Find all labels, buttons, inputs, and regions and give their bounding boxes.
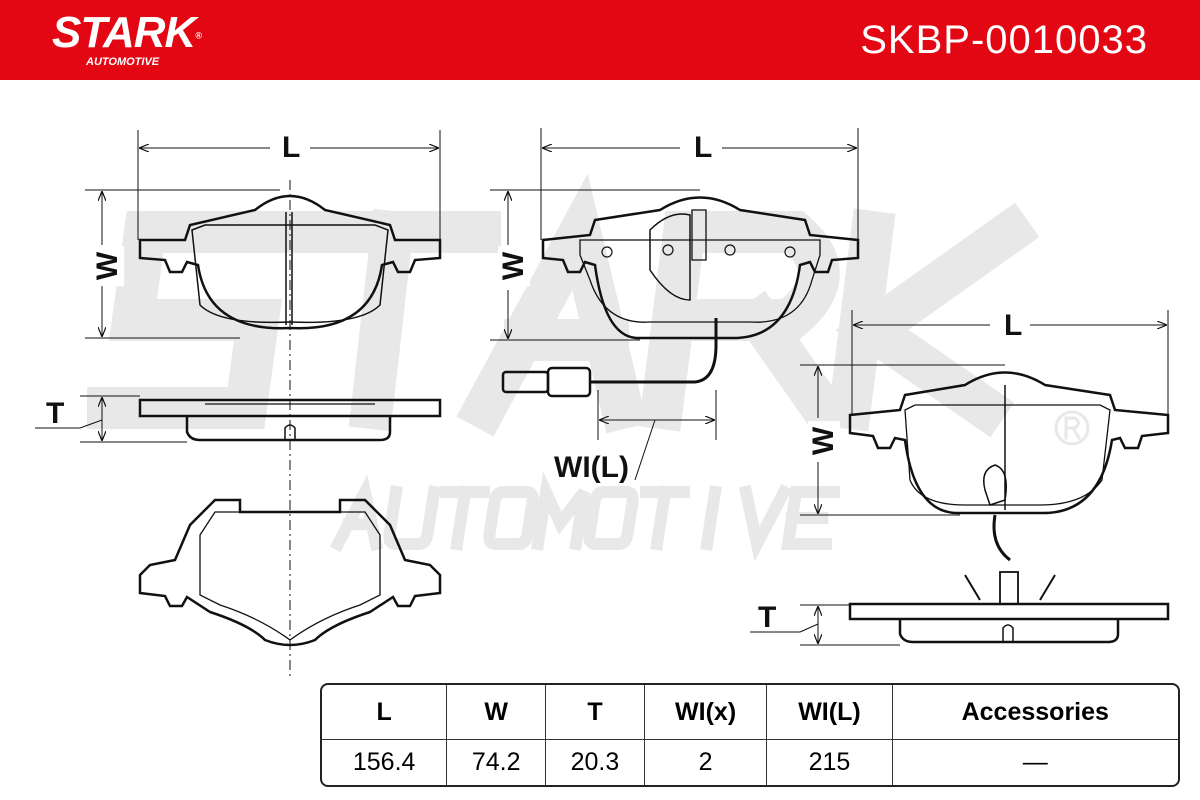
value-accessories: — — [1022, 748, 1048, 776]
value-wi-l: 215 — [767, 740, 893, 785]
brand-logo: STARK® AUTOMOTIVE — [52, 8, 202, 69]
watermark-glyph — [738, 483, 793, 562]
watermark-glyph — [440, 485, 490, 551]
pad-back-view — [138, 498, 442, 647]
watermark-glyph — [781, 486, 840, 550]
watermark-registered-mark — [1054, 410, 1090, 446]
dimension-lines-pad4 — [750, 310, 1169, 646]
watermark-glyph — [640, 485, 690, 551]
thickness-label-1: T — [46, 397, 65, 430]
header-w: W — [447, 685, 547, 740]
dimension-lines-pad2 — [490, 128, 859, 481]
pad-with-sensor-view — [501, 196, 860, 398]
watermark-glyph — [383, 485, 441, 550]
watermark-glyph — [531, 471, 590, 551]
header-bar: STARK® AUTOMOTIVE SKBP-0010033 — [0, 0, 1200, 80]
wear-indicator-length-label: WI(L) — [554, 451, 629, 484]
value-l: 156.4 — [322, 740, 448, 785]
watermark-glyph — [483, 486, 539, 550]
watermark-glyph — [700, 485, 722, 551]
registered-mark: ® — [195, 30, 202, 41]
watermark-glyph — [583, 486, 639, 550]
value-wi-x: 2 — [645, 740, 768, 785]
width-label-1: W — [91, 245, 125, 287]
dimension-lines-pad1 — [85, 130, 441, 680]
brand-name: STARK — [52, 8, 196, 57]
brand-sub: AUTOMOTIVE — [86, 56, 160, 69]
header-t: T — [546, 685, 645, 740]
length-label-3: L — [998, 310, 1029, 342]
value-w: 74.2 — [447, 740, 547, 785]
part-number: SKBP-0010033 — [860, 18, 1148, 62]
header-accessories: Accessories — [892, 685, 1178, 740]
length-label-2: L — [688, 132, 719, 164]
pad-front-view — [138, 194, 442, 330]
header-l: L — [322, 685, 448, 740]
watermark-glyph — [329, 474, 384, 553]
width-label-2: W — [497, 245, 531, 287]
table-row: 156.4 74.2 20.3 2 215 — — [322, 740, 1178, 785]
dimensions-table: L W T WI(x) WI(L) Accessories 156.4 74.2… — [320, 683, 1180, 787]
table-header-row: L W T WI(x) WI(L) Accessories — [322, 685, 1178, 740]
thickness-label-2: T — [758, 601, 777, 634]
length-label-1: L — [276, 132, 307, 164]
value-t: 20.3 — [546, 740, 645, 785]
pad-right-front-view — [848, 371, 1170, 562]
pad-right-side-view — [848, 571, 1170, 644]
watermark-sub-lettering — [329, 471, 840, 562]
width-label-3: W — [807, 420, 841, 462]
header-wi-l: WI(L) — [767, 685, 893, 740]
header-wi-x: WI(x) — [644, 685, 768, 740]
pad-side-view — [138, 398, 442, 442]
